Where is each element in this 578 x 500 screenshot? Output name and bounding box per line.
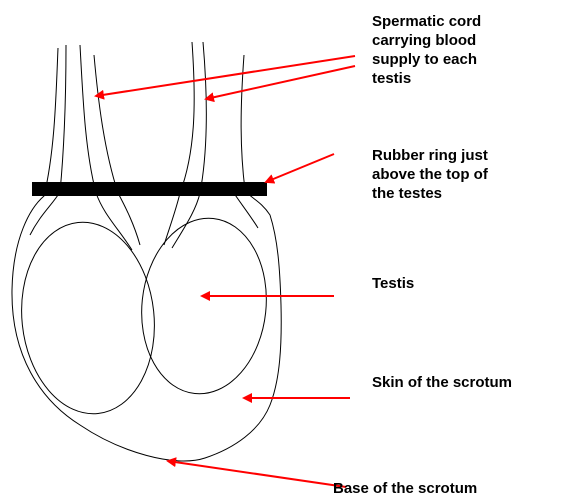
arrow-cord-left	[96, 56, 355, 96]
label-base-of-scrotum: Base of the scrotum	[333, 479, 563, 498]
spermatic-cords	[80, 42, 206, 250]
scrotum-outline	[12, 45, 281, 461]
label-testis: Testis	[372, 274, 572, 293]
arrow-rubber-ring	[266, 154, 334, 182]
left-testis	[12, 216, 163, 421]
right-testis	[133, 212, 275, 400]
arrow-cord-right	[206, 66, 355, 99]
rubber-ring	[32, 182, 267, 196]
label-skin-of-scrotum: Skin of the scrotum	[372, 373, 577, 392]
arrow-base	[168, 461, 346, 487]
label-spermatic-cord: Spermatic cord carrying blood supply to …	[372, 12, 572, 88]
label-rubber-ring: Rubber ring just above the top of the te…	[372, 146, 572, 203]
